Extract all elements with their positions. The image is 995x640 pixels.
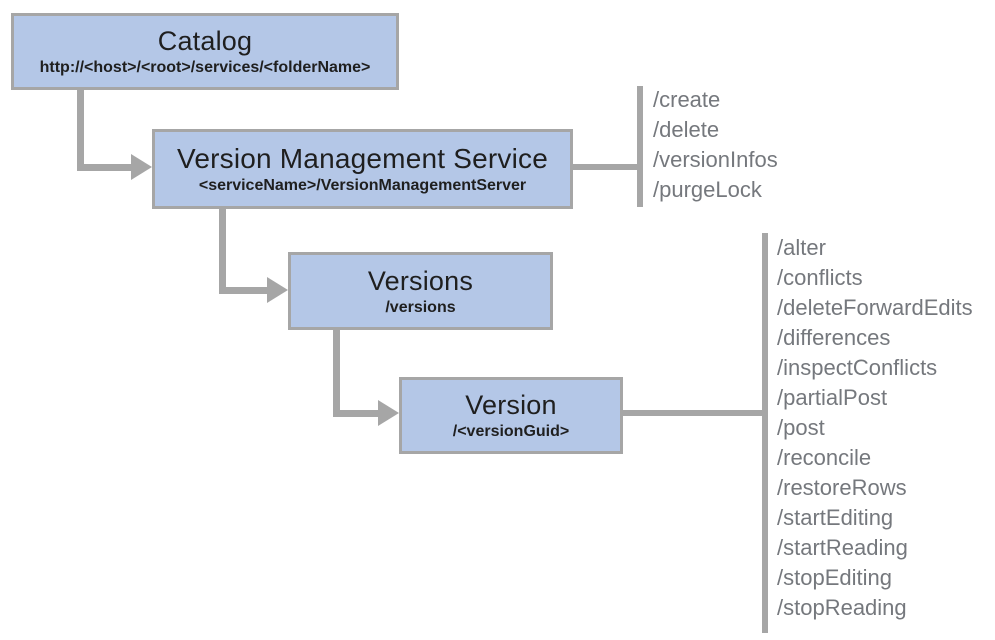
connector-catalog-to-vms-horizontal (77, 164, 132, 171)
operation-item: /stopEditing (777, 565, 892, 590)
connector-versions-to-version-vertical (333, 330, 340, 417)
node-catalog: Catalog http://<host>/<root>/services/<f… (11, 13, 399, 90)
operation-item: /deleteForwardEdits (777, 295, 973, 320)
node-versions-subtitle: /versions (385, 298, 456, 316)
connector-vms-to-ops-horizontal (573, 164, 640, 170)
operation-item: /purgeLock (653, 177, 762, 202)
operation-item: /post (777, 415, 825, 440)
connector-catalog-to-vms-vertical (77, 90, 84, 171)
operation-item: /restoreRows (777, 475, 907, 500)
node-versions-title: Versions (367, 265, 474, 296)
vms-ops-divider-line (637, 86, 643, 207)
operation-item: /inspectConflicts (777, 355, 938, 380)
connector-vms-to-versions-horizontal (219, 287, 268, 294)
node-version-title: Version (465, 390, 557, 420)
node-versions: Versions /versions (288, 252, 553, 330)
node-version: Version /<versionGuid> (399, 377, 623, 454)
operation-item: /create (653, 87, 721, 112)
connector-vms-to-versions-vertical (219, 209, 226, 294)
operation-item: /alter (777, 235, 826, 260)
operation-item: /startEditing (777, 505, 894, 530)
version-operations-list: /alter /conflicts /deleteForwardEdits /d… (777, 233, 973, 623)
arrowhead-icon (378, 400, 399, 426)
connector-versions-to-version-horizontal (333, 410, 379, 417)
arrowhead-icon (131, 154, 152, 180)
node-catalog-subtitle: http://<host>/<root>/services/<folderNam… (39, 59, 371, 76)
node-catalog-title: Catalog (157, 26, 253, 56)
node-version-management-service-title: Version Management Service (177, 142, 548, 174)
operation-item: /versionInfos (653, 147, 778, 172)
vms-operations-list: /create /delete /versionInfos /purgeLock (653, 85, 778, 205)
operation-item: /partialPost (777, 385, 888, 410)
operation-item: /reconcile (777, 445, 872, 470)
operation-item: /delete (653, 117, 720, 142)
operation-item: /startReading (777, 535, 908, 560)
operation-item: /stopReading (777, 595, 907, 620)
connector-version-to-ops-horizontal (623, 410, 765, 416)
operation-item: /differences (777, 325, 891, 350)
node-version-subtitle: /<versionGuid> (452, 423, 570, 440)
node-version-management-service-subtitle: <serviceName>/VersionManagementServer (198, 176, 527, 194)
node-version-management-service: Version Management Service <serviceName>… (152, 129, 573, 209)
arrowhead-icon (267, 277, 288, 303)
operation-item: /conflicts (777, 265, 863, 290)
version-ops-divider-line (762, 233, 768, 633)
